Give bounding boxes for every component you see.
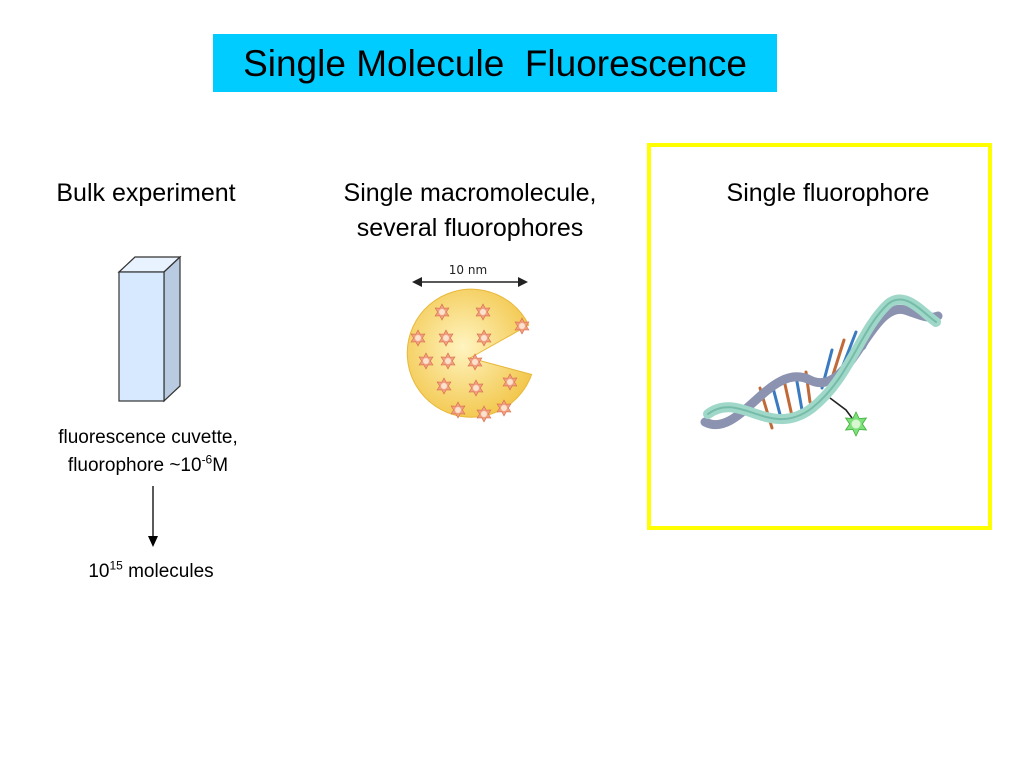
macromolecule-heading-line1: Single macromolecule, xyxy=(343,179,597,207)
dna-illustration xyxy=(700,294,943,437)
bulk-heading: Bulk experiment xyxy=(56,179,236,207)
cuvette-illustration xyxy=(117,255,182,403)
concentration-exponent: -6 xyxy=(201,452,213,467)
cuvette-caption: fluorescence cuvette, fluorophore ~10-6M xyxy=(28,424,268,480)
molecule-count-label: molecules xyxy=(122,561,214,582)
cuvette-side xyxy=(163,255,181,403)
title-banner: Single Molecule Fluorescence xyxy=(213,34,777,92)
dna-strand-front xyxy=(703,294,941,424)
fluorophore-linker xyxy=(829,397,853,419)
molecule-count: 1015 molecules xyxy=(36,558,266,586)
molecule-count-base: 10 xyxy=(88,561,110,582)
slide-title: Single Molecule Fluorescence xyxy=(243,42,747,84)
cuvette-front xyxy=(118,271,165,402)
macromolecule-heading: Single macromolecule, several fluorophor… xyxy=(300,176,640,246)
cuvette-caption-line1: fluorescence cuvette, xyxy=(58,427,238,448)
down-arrow xyxy=(148,486,158,547)
scale-bar-label: 10 nm xyxy=(449,263,487,277)
molecule-count-exponent: 15 xyxy=(109,558,123,573)
concentration-prefix: fluorophore ~10 xyxy=(67,455,202,476)
macromolecule-illustration: 10 nm xyxy=(406,263,533,423)
cuvette-caption-line2: fluorophore ~10-6M xyxy=(28,452,268,480)
single-fluorophore-star xyxy=(844,411,868,437)
highlight-frame xyxy=(647,143,992,530)
macromolecule-heading-line2: several fluorophores xyxy=(356,214,584,242)
concentration-unit: M xyxy=(212,455,229,476)
single-fluorophore-heading: Single fluorophore xyxy=(726,179,930,207)
